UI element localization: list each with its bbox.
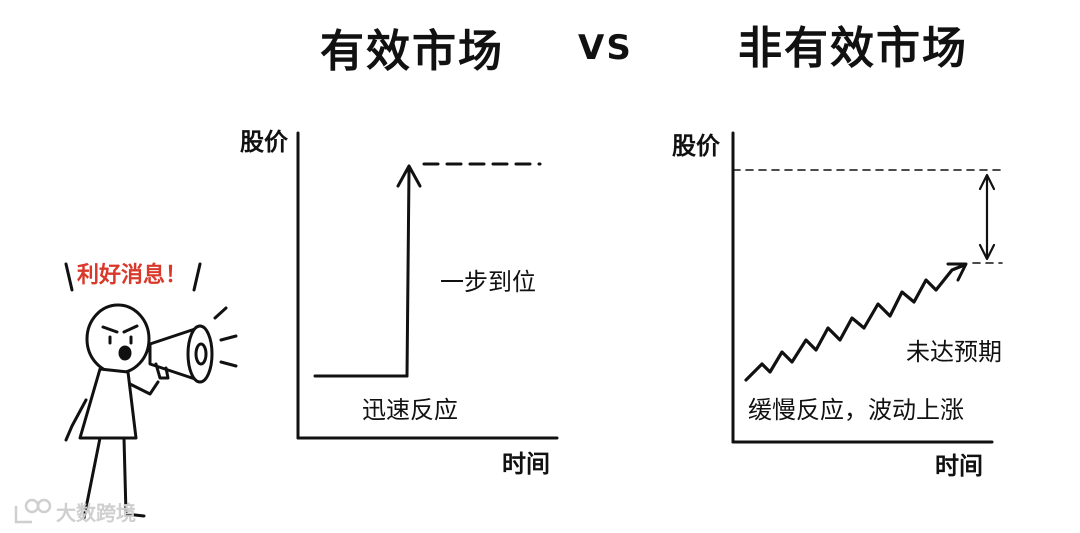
megaphone-icon xyxy=(148,306,238,384)
inefficient-gap-label: 未达预期 xyxy=(906,338,1002,366)
inefficient-wavy-price-line xyxy=(744,264,964,382)
news-slash-right xyxy=(192,262,202,292)
inefficient-market-title: 非有效市场 xyxy=(738,23,968,74)
character-head xyxy=(85,303,151,375)
watermark-logo-icon xyxy=(14,498,52,524)
efficient-jump-arrowhead xyxy=(396,164,422,188)
news-slash-left xyxy=(64,262,74,292)
good-news-speech: 利好消息！ xyxy=(77,263,188,288)
efficient-jump-label: 一步到位 xyxy=(440,268,536,296)
inefficient-chart xyxy=(731,131,1003,444)
inefficient-reaction-label: 缓慢反应，波动上涨 xyxy=(748,396,964,424)
efficient-x-axis-label: 时间 xyxy=(502,450,550,478)
vs-label: VS xyxy=(578,28,633,68)
character-brow-left xyxy=(101,325,119,334)
inefficient-y-axis-label: 股价 xyxy=(672,132,720,160)
efficient-y-axis-label: 股价 xyxy=(240,128,288,156)
watermark-text: 大数跨境 xyxy=(56,501,136,525)
character-figure xyxy=(64,262,238,520)
efficient-reaction-label: 迅速反应 xyxy=(362,396,458,424)
efficient-chart xyxy=(296,131,559,440)
character-mouth xyxy=(118,345,132,361)
character-arm-right xyxy=(128,380,160,396)
efficient-jump-line xyxy=(405,168,411,378)
inefficient-x-axis-label: 时间 xyxy=(935,452,983,480)
inefficient-price-arrowhead xyxy=(946,262,968,282)
character-brow-right xyxy=(122,324,139,334)
gap-arrowhead-top xyxy=(978,173,996,191)
character-leg-left xyxy=(82,436,102,520)
gap-arrowhead-bottom xyxy=(978,243,996,261)
character-body xyxy=(78,367,138,440)
character-arm-left xyxy=(64,398,88,442)
character-leg-right xyxy=(122,436,146,518)
efficient-market-title: 有效市场 xyxy=(320,26,504,77)
